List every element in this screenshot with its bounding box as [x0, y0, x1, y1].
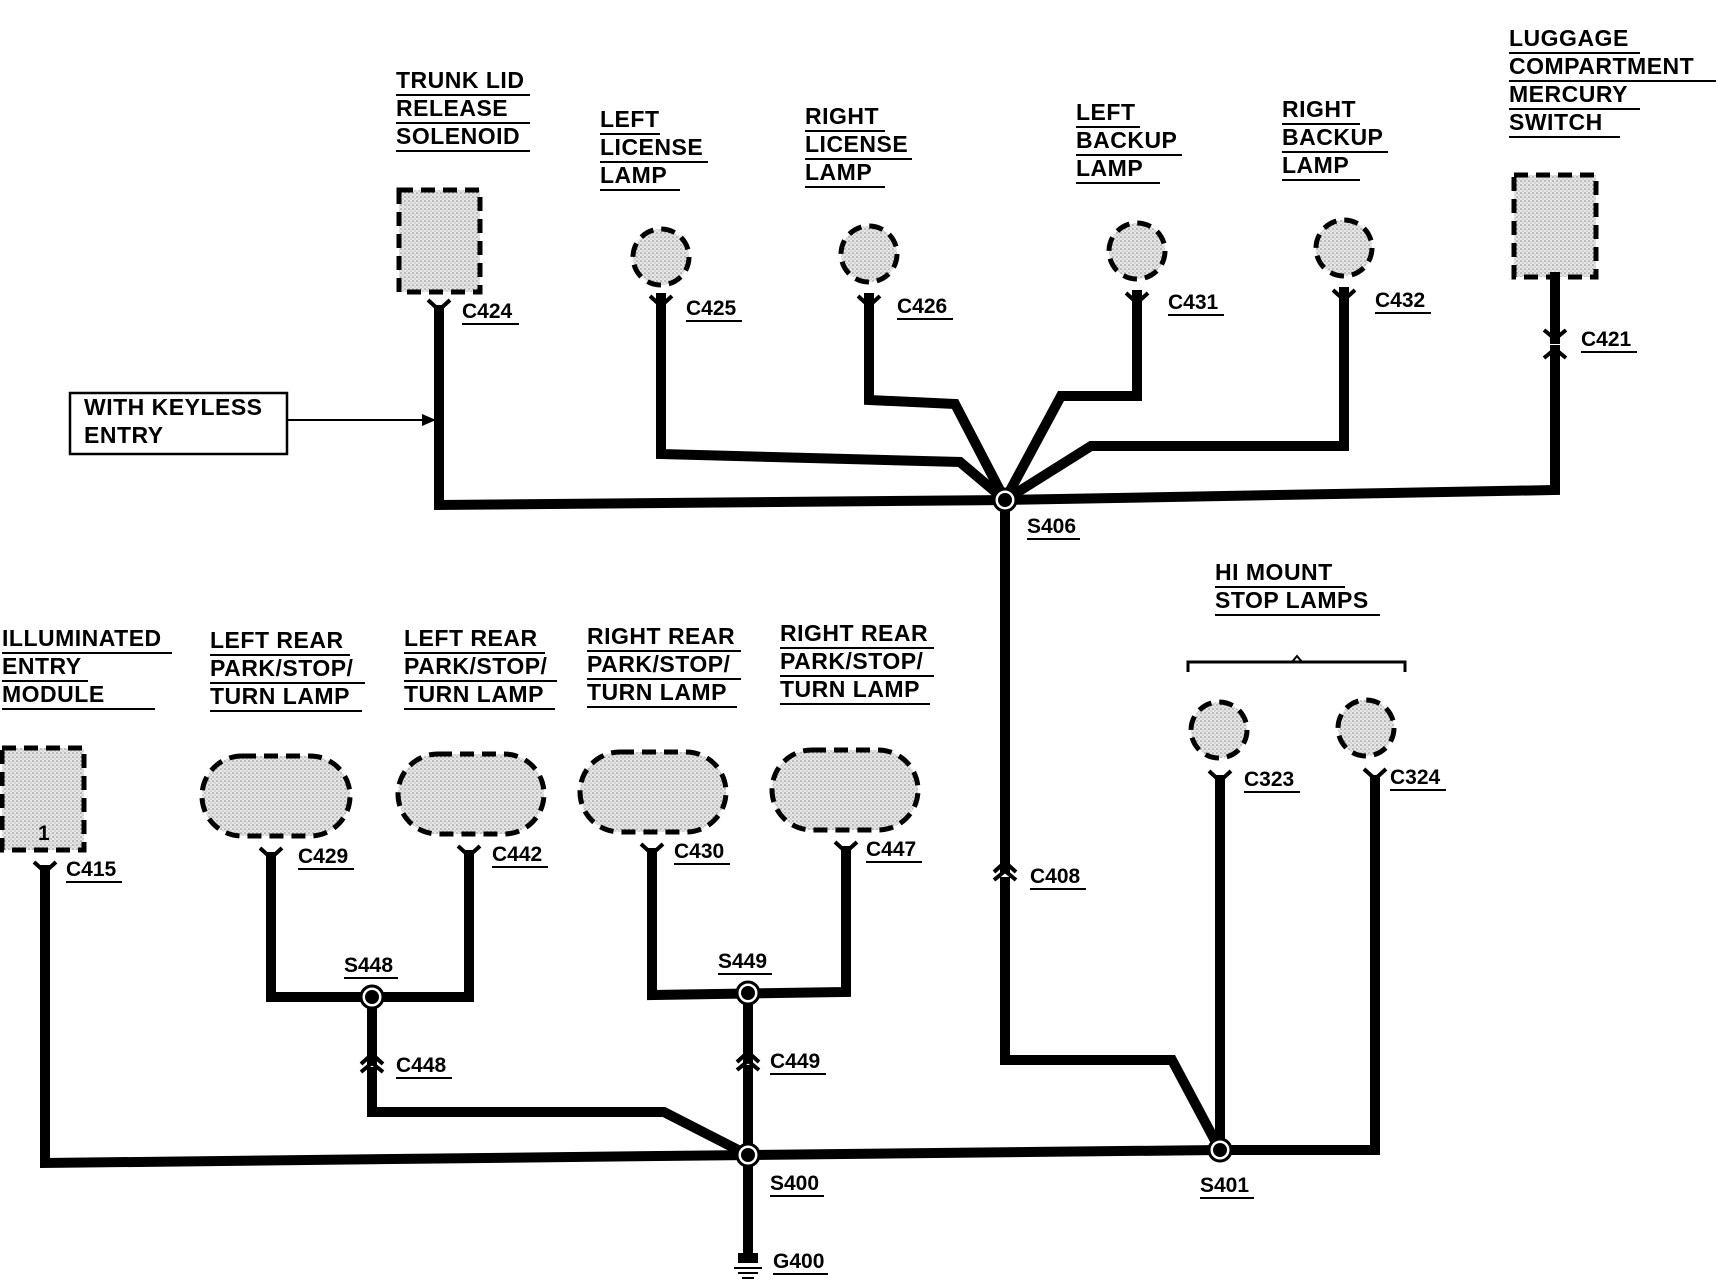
left-rear-2-label-3: TURN LAMP [404, 681, 544, 707]
right-rear-1-label-1: RIGHT REAR [587, 623, 735, 649]
bottom-connector-labels: C415 C429 C442 C430 C447 C323 C324 C448 … [66, 766, 1446, 1079]
connector-c421[interactable]: C421 [1581, 328, 1632, 351]
splice-s401[interactable]: S401 [1200, 1137, 1254, 1199]
connector-c324[interactable]: C324 [1390, 766, 1441, 789]
trunk-lid-label-3: SOLENOID [396, 123, 520, 149]
trunk-lid-label-1: TRUNK LID [396, 67, 524, 93]
connector-c424[interactable]: C424 [462, 300, 513, 323]
left-license-label-3: LAMP [600, 162, 667, 188]
right-rear-2-label-3: TURN LAMP [780, 676, 920, 702]
left-backup-label-2: BACKUP [1076, 127, 1177, 153]
right-rear-2-label-2: PARK/STOP/ [780, 648, 924, 674]
left-rear-park-stop-turn-lamp-2[interactable]: LEFT REAR PARK/STOP/ TURN LAMP [395, 625, 557, 837]
right-backup-label-3: LAMP [1282, 152, 1349, 178]
left-backup-label-3: LAMP [1076, 155, 1143, 181]
arrow-icon [422, 414, 436, 426]
luggage-label-3: MERCURY [1509, 81, 1628, 107]
splice-s400[interactable]: S400 [735, 1142, 824, 1197]
left-rear-park-stop-turn-lamp-1[interactable]: LEFT REAR PARK/STOP/ TURN LAMP [199, 627, 365, 839]
splice-s449-label: S449 [718, 950, 767, 973]
splice-s449[interactable]: S449 [718, 950, 772, 1006]
hi-mount-label-2: STOP LAMPS [1215, 587, 1369, 613]
right-license-label-1: RIGHT [805, 103, 879, 129]
left-rear-1-label-3: TURN LAMP [210, 683, 350, 709]
ground-icon [734, 1253, 762, 1279]
right-license-label-2: LICENSE [805, 131, 908, 157]
right-rear-1-label-3: TURN LAMP [587, 679, 727, 705]
keyless-entry-note: WITH KEYLESS ENTRY [68, 391, 436, 456]
right-backup-label-1: RIGHT [1282, 96, 1356, 122]
right-license-label-3: LAMP [805, 159, 872, 185]
connector-c432[interactable]: C432 [1375, 289, 1425, 312]
left-license-lamp[interactable]: LEFT LICENSE LAMP [600, 106, 708, 288]
connector-c425[interactable]: C425 [686, 297, 737, 320]
left-backup-lamp[interactable]: LEFT BACKUP LAMP [1076, 99, 1182, 282]
connector-c426[interactable]: C426 [897, 295, 947, 318]
ground-g400-label: G400 [773, 1250, 824, 1273]
left-rear-1-label-1: LEFT REAR [210, 627, 344, 653]
connector-c408[interactable]: C408 [1030, 865, 1081, 888]
top-connector-terminals [426, 288, 1568, 882]
splice-s406[interactable]: S406 [992, 487, 1080, 540]
trunk-lid-label-2: RELEASE [396, 95, 508, 121]
hi-mount-stop-lamps[interactable]: HI MOUNT STOP LAMPS [1186, 559, 1407, 761]
connector-c415[interactable]: C415 [66, 858, 117, 881]
left-backup-label-1: LEFT [1076, 99, 1136, 125]
trunk-lid-release-solenoid[interactable]: TRUNK LID RELEASE SOLENOID [396, 67, 530, 295]
connector-c448[interactable]: C448 [396, 1054, 447, 1077]
keyless-note-line-2: ENTRY [84, 422, 164, 448]
ground-g400[interactable]: G400 [734, 1250, 828, 1279]
luggage-label-1: LUGGAGE [1509, 25, 1629, 51]
illuminated-label-2: ENTRY [2, 653, 82, 679]
right-license-lamp[interactable]: RIGHT LICENSE LAMP [805, 103, 912, 285]
connector-c447[interactable]: C447 [866, 838, 916, 861]
left-license-label-1: LEFT [600, 106, 660, 132]
top-connector-labels: C424 C425 C426 C431 C432 C421 C408 [462, 289, 1637, 890]
illuminated-label-3: MODULE [2, 681, 105, 707]
svg-text:SOLENOID: SOLENOID [396, 123, 520, 149]
right-rear-2-label-1: RIGHT REAR [780, 620, 928, 646]
connector-c323[interactable]: C323 [1244, 768, 1294, 791]
top-harness-wires [434, 272, 1560, 1157]
left-license-label-2: LICENSE [600, 134, 703, 160]
splice-s448[interactable]: S448 [344, 954, 398, 1010]
splice-s406-label: S406 [1027, 515, 1076, 538]
pin-number: 1 [38, 822, 50, 845]
right-backup-label-2: BACKUP [1282, 124, 1383, 150]
right-rear-1-label-2: PARK/STOP/ [587, 651, 731, 677]
bottom-harness-wires [40, 775, 1380, 1258]
right-backup-lamp[interactable]: RIGHT BACKUP LAMP [1282, 96, 1388, 279]
connector-c429[interactable]: C429 [298, 845, 348, 868]
splice-s448-label: S448 [344, 954, 393, 977]
right-rear-park-stop-turn-lamp-2[interactable]: RIGHT REAR PARK/STOP/ TURN LAMP [769, 620, 934, 833]
left-rear-2-label-2: PARK/STOP/ [404, 653, 548, 679]
connector-c430[interactable]: C430 [674, 840, 724, 863]
bottom-connector-terminals [32, 767, 1388, 1074]
hi-mount-label-1: HI MOUNT [1215, 559, 1333, 585]
keyless-note-line-1: WITH KEYLESS [84, 394, 263, 420]
splice-s401-label: S401 [1200, 1174, 1249, 1197]
luggage-compartment-mercury-switch[interactable]: LUGGAGE COMPARTMENT MERCURY SWITCH [1509, 25, 1716, 280]
luggage-label-4: SWITCH [1509, 109, 1603, 135]
connector-c442[interactable]: C442 [492, 843, 542, 866]
splice-s400-label: S400 [770, 1172, 819, 1195]
left-rear-1-label-2: PARK/STOP/ [210, 655, 354, 681]
left-rear-2-label-1: LEFT REAR [404, 625, 538, 651]
svg-text:TRUNK LID: TRUNK LID [396, 67, 524, 93]
illuminated-entry-module[interactable]: ILLUMINATED ENTRY MODULE 1 [0, 625, 172, 853]
connector-c431[interactable]: C431 [1168, 291, 1219, 314]
luggage-label-2: COMPARTMENT [1509, 53, 1694, 79]
illuminated-label-1: ILLUMINATED [2, 625, 162, 651]
right-rear-park-stop-turn-lamp-1[interactable]: RIGHT REAR PARK/STOP/ TURN LAMP [577, 623, 741, 835]
connector-c449[interactable]: C449 [770, 1050, 820, 1073]
svg-text:RELEASE: RELEASE [396, 95, 508, 121]
